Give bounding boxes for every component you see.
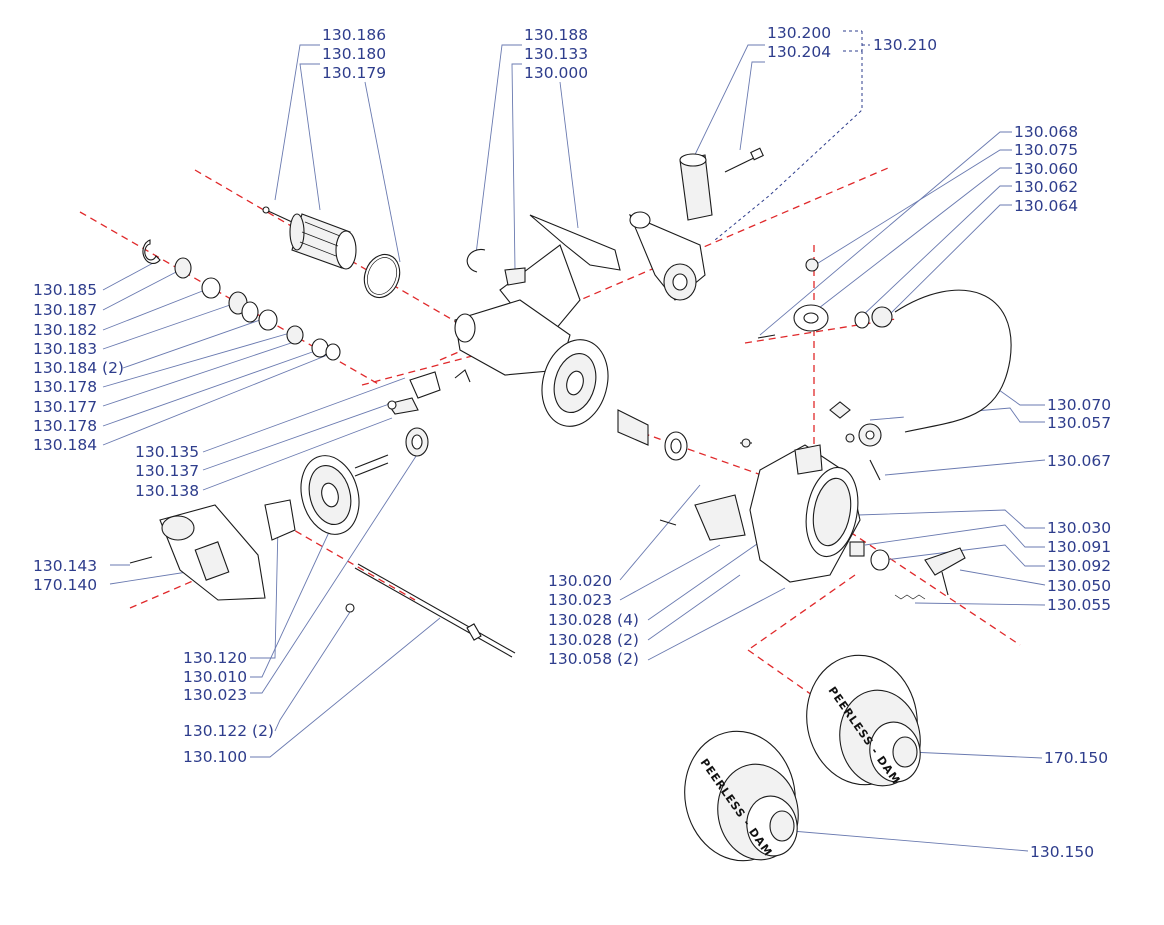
label-130-020: 130.020 [548, 572, 612, 590]
label-130-185: 130.185 [33, 281, 97, 299]
label-130-070: 130.070 [1047, 396, 1111, 414]
label-130-091: 130.091 [1047, 538, 1111, 556]
label-130-057: 130.057 [1047, 414, 1111, 432]
bearings-pinion [405, 409, 752, 461]
label-130-177: 130.177 [33, 398, 97, 416]
label-130-023-center: 130.023 [548, 591, 612, 609]
label-130-030: 130.030 [1047, 519, 1111, 537]
label-130-143: 130.143 [33, 557, 97, 575]
label-130-060: 130.060 [1014, 160, 1078, 178]
label-130-188: 130.188 [524, 26, 588, 44]
label-130-137: 130.137 [135, 462, 199, 480]
label-130-150: 130.150 [1030, 843, 1094, 861]
spool-back: PEERLESS - DAM [806, 654, 921, 787]
label-130-138: 130.138 [135, 482, 199, 500]
drag-washers [142, 239, 341, 361]
label-130-092: 130.092 [1047, 557, 1111, 575]
label-130-133: 130.133 [524, 45, 588, 63]
main-gear [300, 454, 389, 535]
group-bracket-130-210 [714, 30, 870, 241]
part-labels: 130.186 130.180 130.179 130.188 130.133 … [33, 24, 1111, 861]
label-130-050: 130.050 [1047, 577, 1111, 595]
label-130-200: 130.200 [767, 24, 831, 42]
label-130-010: 130.010 [183, 668, 247, 686]
label-130-100: 130.100 [183, 748, 247, 766]
label-130-184: 130.184 [33, 436, 97, 454]
label-130-182: 130.182 [33, 321, 97, 339]
label-130-122-x2: 130.122 (2) [183, 722, 274, 740]
label-130-068: 130.068 [1014, 123, 1078, 141]
label-130-055: 130.055 [1047, 596, 1111, 614]
crank-handle [628, 147, 764, 301]
drag-knob [262, 206, 401, 299]
side-cover [129, 499, 296, 601]
spool-front: PEERLESS - DAM [684, 730, 799, 862]
label-130-028-x2: 130.028 (2) [548, 631, 639, 649]
main-shaft [345, 563, 516, 658]
label-130-120: 130.120 [183, 649, 247, 667]
label-130-058-x2: 130.058 (2) [548, 650, 639, 668]
label-130-023-gear: 130.023 [183, 686, 247, 704]
bail-clip [387, 248, 526, 415]
label-170-140: 170.140 [33, 576, 97, 594]
label-130-186: 130.186 [322, 26, 386, 44]
label-130-179: 130.179 [322, 64, 386, 82]
label-130-135: 130.135 [135, 443, 199, 461]
bail-trip-parts [757, 258, 1012, 481]
label-130-000: 130.000 [524, 64, 588, 82]
label-130-180: 130.180 [322, 45, 386, 63]
label-130-062: 130.062 [1014, 178, 1078, 196]
label-170-150: 170.150 [1044, 749, 1108, 767]
label-130-187: 130.187 [33, 301, 97, 319]
label-130-204: 130.204 [767, 43, 831, 61]
label-130-183: 130.183 [33, 340, 97, 358]
rotor-housing [659, 444, 861, 583]
line-roller-parts [849, 541, 966, 600]
reel-body [454, 214, 621, 427]
label-130-210: 130.210 [873, 36, 937, 54]
label-130-064: 130.064 [1014, 197, 1078, 215]
label-130-028-x4: 130.028 (4) [548, 611, 639, 629]
parts-artwork: PEERLESS - DAM PEERLESS - DAM [129, 147, 1012, 862]
label-130-075: 130.075 [1014, 141, 1078, 159]
label-130-178-b: 130.178 [33, 417, 97, 435]
label-130-067: 130.067 [1047, 452, 1111, 470]
label-130-184-x2: 130.184 (2) [33, 359, 124, 377]
label-130-178-a: 130.178 [33, 378, 97, 396]
